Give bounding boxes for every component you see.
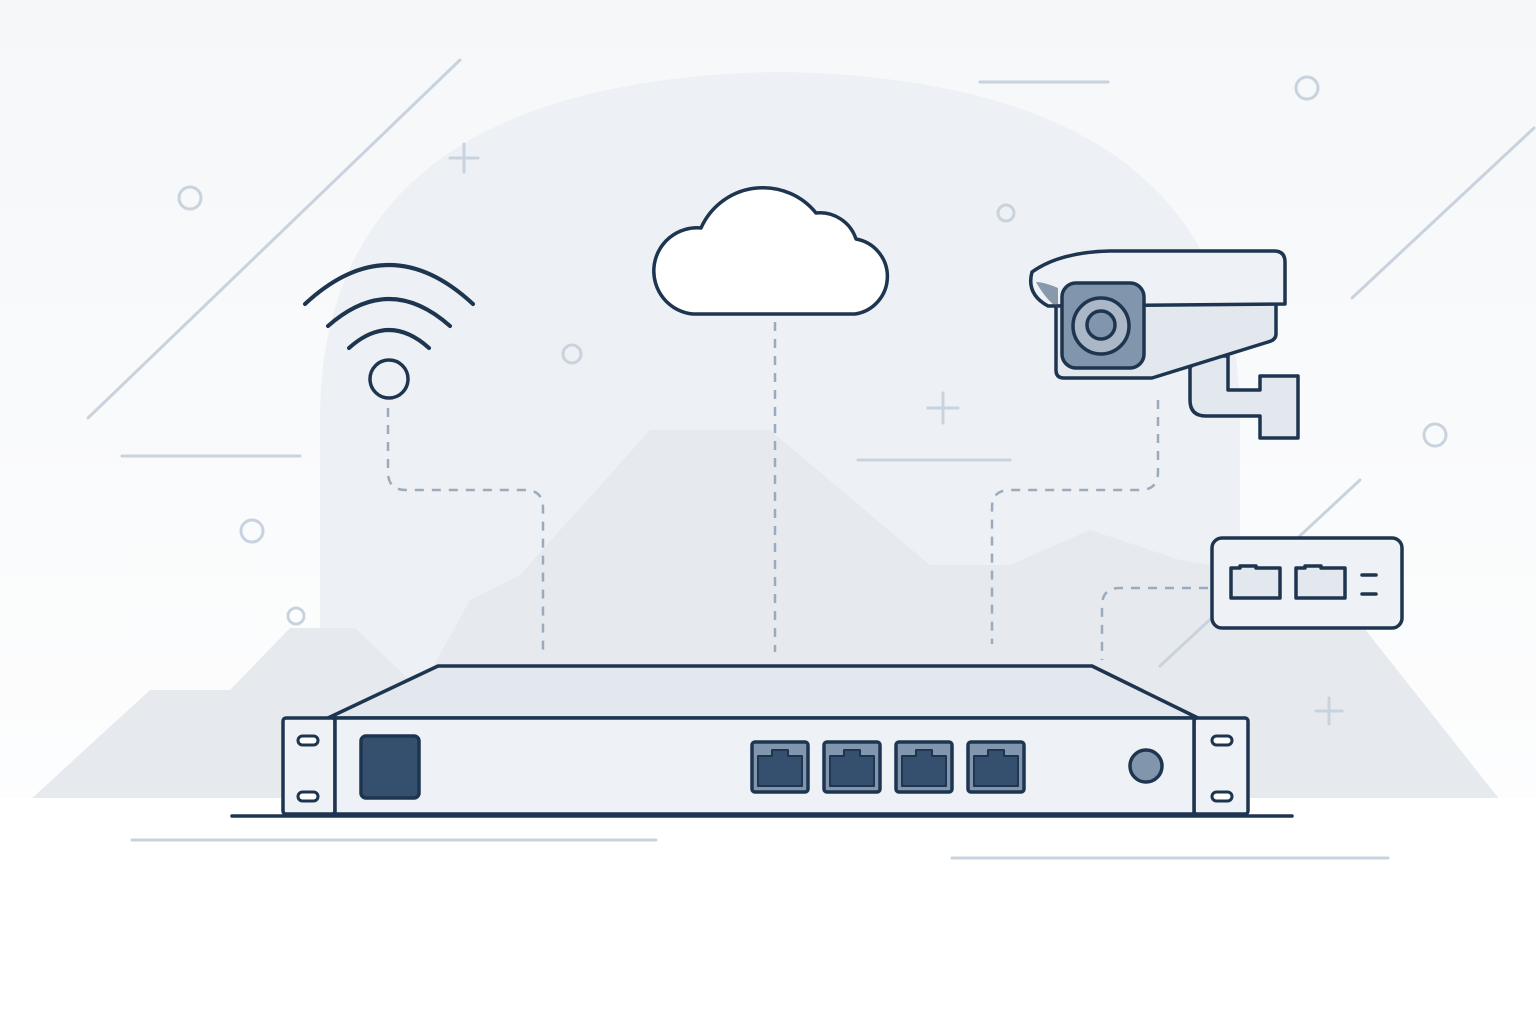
wifi-icon [303, 263, 475, 400]
connector-switch [1100, 586, 1208, 660]
circle-decor [239, 518, 265, 544]
plus-decor [926, 391, 960, 425]
circle-decor [561, 343, 583, 365]
circle-decor [1422, 422, 1448, 448]
diagonal-line [86, 58, 462, 420]
connector-wifi [386, 408, 545, 655]
plus-decor [448, 142, 480, 174]
cloud-icon [652, 185, 890, 316]
ethernet-port [822, 740, 882, 794]
mount-hole [1210, 734, 1234, 747]
decorations [86, 58, 1536, 860]
switch-port [1294, 564, 1347, 600]
camera-lens-center [1085, 309, 1117, 341]
mount-hole [296, 790, 320, 803]
mount-hole [1210, 790, 1234, 803]
ethernet-port [750, 740, 810, 794]
security-camera-icon [1029, 249, 1300, 440]
status-display [359, 734, 421, 800]
camera-hood-shadow [1036, 282, 1058, 308]
router-top-panel [326, 664, 1200, 720]
ethernet-port [966, 740, 1026, 794]
circle-decor [1294, 75, 1320, 101]
connection-lines [386, 322, 1208, 660]
circle-decor [286, 606, 306, 626]
switch-port [1229, 564, 1282, 600]
ethernet-ports [750, 740, 1026, 794]
network-switch-icon [1210, 536, 1404, 630]
power-button [1128, 748, 1164, 784]
circle-decor [177, 185, 203, 211]
mount-hole [296, 734, 320, 747]
circle-decor [996, 203, 1016, 223]
plus-decor [1314, 696, 1344, 726]
diagonal-line [1350, 126, 1536, 300]
rack-router-icon [281, 664, 1250, 816]
floor [0, 798, 1536, 1024]
ethernet-port [894, 740, 954, 794]
camera-mount [1188, 354, 1300, 440]
